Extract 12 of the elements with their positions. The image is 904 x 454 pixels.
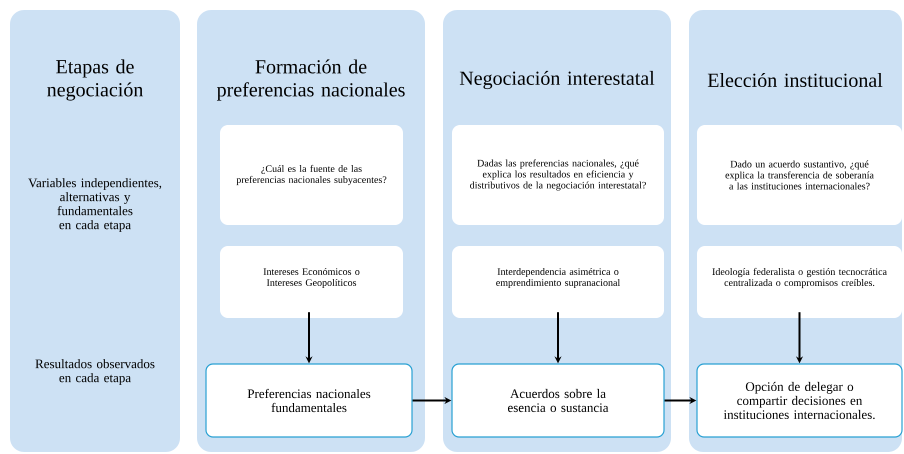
question-box: Ideología federalista o gestión tecnocrática centralizada o compromisos creíbles.	[697, 246, 902, 318]
stage-column: Etapas de negociación Variables independientes, alternativas y fundamentales en cada etapa Resultados observados en cada etapa	[10, 10, 180, 452]
question-box: Dadas las preferencias nacionales, ¿qué explica los resultados en eficiencia y distributivos de la negociación interestatal?	[452, 125, 664, 225]
question-box: ¿Cuál es la fuente de las preferencias nacionales subyacentes?	[220, 125, 403, 225]
node-label: Ideología federalista o gestión tecnocrática centralizada o compromisos creíbles.	[712, 268, 887, 288]
result-box: Opción de delegar o compartir decisiones en instituciones internacionales.	[696, 363, 903, 438]
node-label: Dado un acuerdo sustantivo, ¿qué explica la transferencia de soberanía a las instituciones internacionales?	[725, 160, 874, 190]
result-box: Preferencias nacionales fundamentales	[205, 363, 413, 438]
question-box: Intereses Económicos o Intereses Geopolíticos	[220, 246, 403, 318]
question-box: Interdependencia asimétrica o emprendimiento supranacional	[452, 246, 664, 318]
result-box: Acuerdos sobre la esencia o sustancia	[451, 363, 665, 438]
question-box: Dado un acuerdo sustantivo, ¿qué explica la transferencia de soberanía a las instituciones internacionales?	[697, 125, 902, 225]
